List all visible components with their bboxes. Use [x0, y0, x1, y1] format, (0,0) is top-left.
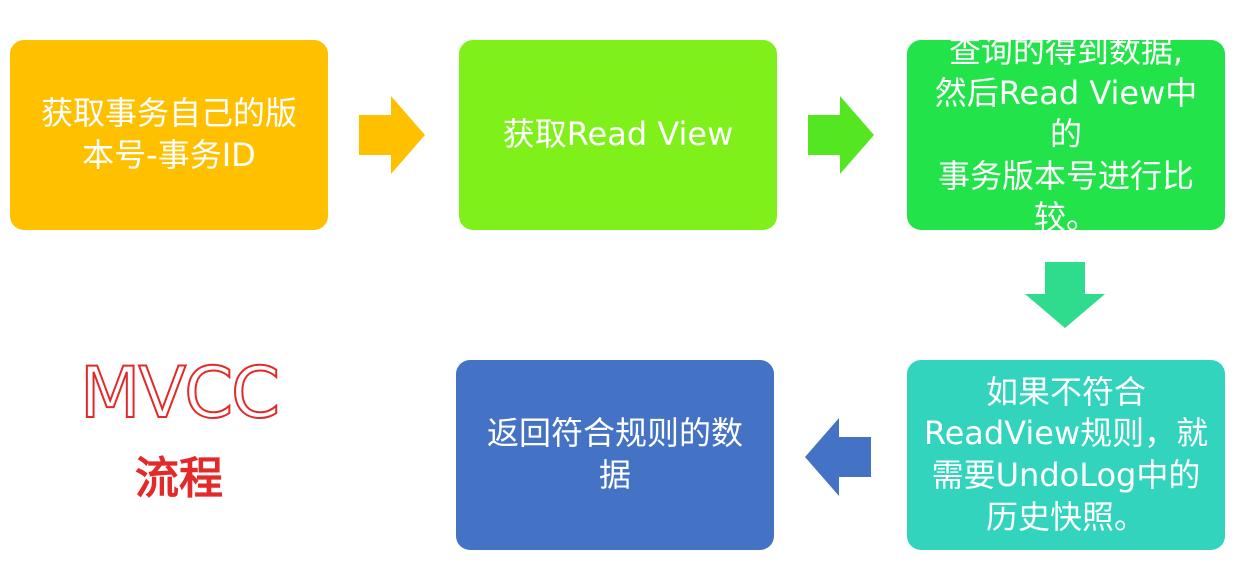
step-box-1: 获取事务自己的版 本号-事务ID: [10, 40, 328, 230]
step-line: 获取Read View: [502, 115, 734, 154]
step-line: 据: [598, 456, 631, 494]
step-line: 事务版本号进行比: [937, 156, 1194, 195]
arrow-left-icon: [805, 418, 871, 496]
arrow-right-icon: [359, 96, 425, 174]
step-line: 历史快照。: [985, 497, 1146, 536]
diagram-title: MVCC: [79, 351, 281, 435]
step-text: 获取事务自己的版 本号-事务ID: [41, 93, 297, 176]
step-line: 本号-事务ID: [82, 136, 256, 174]
step-line: 查询的得到数据,: [948, 32, 1184, 71]
step-line: 获取事务自己的版: [40, 94, 297, 133]
step-line: 返回符合规则的数: [486, 414, 743, 453]
step-text: 查询的得到数据, 然后Read View中的 事务版本号进行比 较。: [921, 31, 1211, 239]
diagram-subtitle: 流程: [135, 453, 223, 504]
step-line: 如果不符合: [985, 372, 1146, 411]
step-line: 然后Read View中的: [934, 73, 1198, 154]
step-text: 如果不符合 ReadView规则，就 需要UndoLog中的 历史快照。: [924, 372, 1208, 538]
step-line: 较。: [1033, 198, 1098, 237]
step-box-2: 获取Read View: [459, 40, 777, 230]
arrow-right-icon: [808, 96, 874, 174]
arrow-down-icon: [1025, 262, 1105, 328]
step-text: 返回符合规则的数 据: [487, 413, 743, 496]
step-text: 获取Read View: [503, 114, 734, 156]
step-line: 需要UndoLog中的: [931, 456, 1201, 494]
step-box-3: 查询的得到数据, 然后Read View中的 事务版本号进行比 较。: [907, 32, 1225, 236]
step-box-5: 返回符合规则的数 据: [456, 360, 774, 550]
step-box-4: 如果不符合 ReadView规则，就 需要UndoLog中的 历史快照。: [907, 360, 1225, 550]
step-line: ReadView规则，就: [923, 414, 1209, 453]
